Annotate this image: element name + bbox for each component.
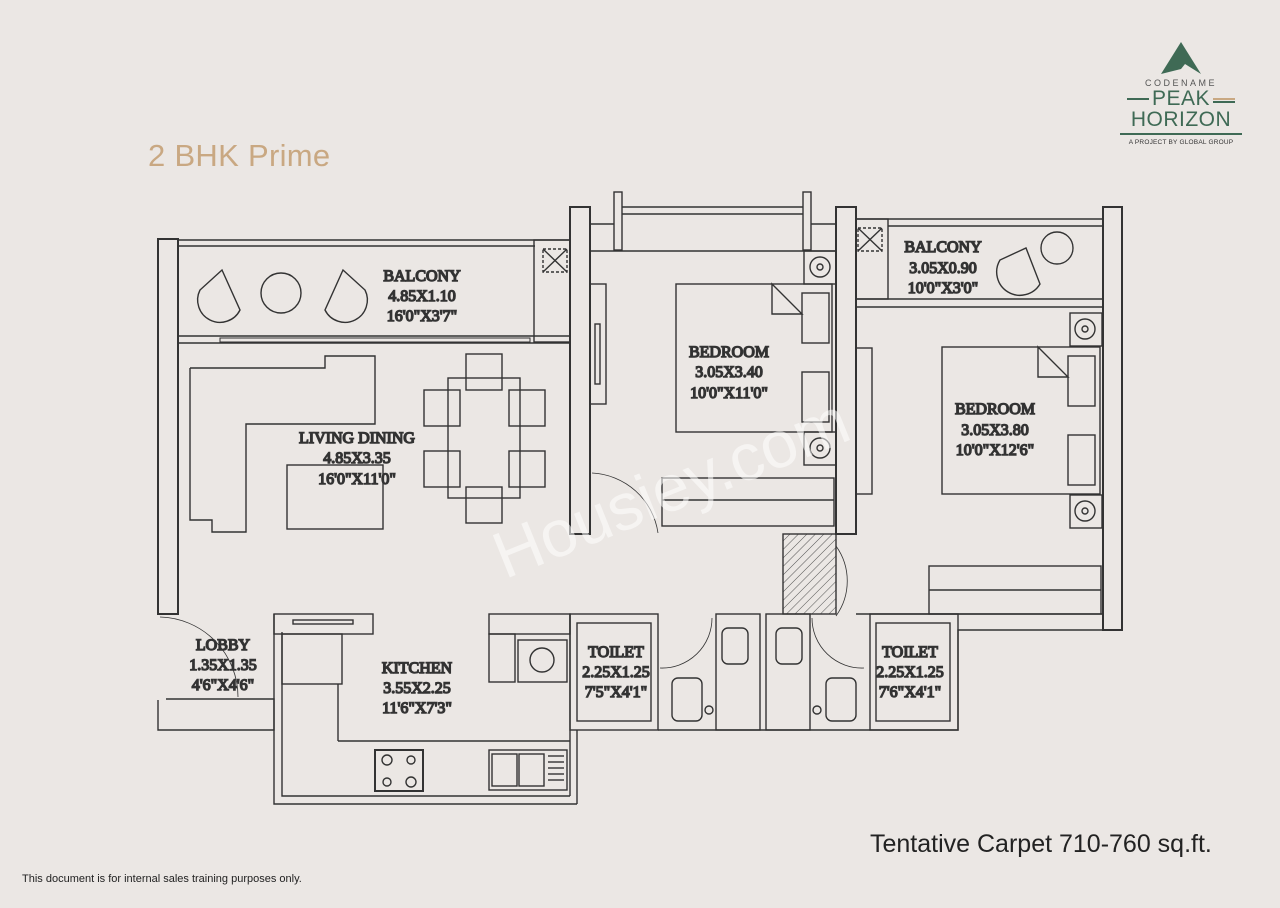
room-label-bedroom-1: BEDROOM 3.05X3.40 10'0"X11'0" <box>688 343 769 402</box>
svg-text:3.05X3.80: 3.05X3.80 <box>961 422 1029 439</box>
svg-text:16'0"X11'0": 16'0"X11'0" <box>318 471 396 488</box>
disclaimer: This document is for internal sales trai… <box>22 873 302 885</box>
svg-text:BALCONY: BALCONY <box>904 239 982 256</box>
logo-line-peak: PEAK <box>1120 88 1242 109</box>
room-label-living-dining: LIVING DINING 4.85X3.35 16'0"X11'0" <box>298 429 416 488</box>
svg-text:2.25X1.25: 2.25X1.25 <box>582 664 650 681</box>
room-label-toilet-1: TOILET 2.25X1.25 7'5"X4'1" <box>582 643 651 701</box>
svg-text:3.55X2.25: 3.55X2.25 <box>383 680 451 697</box>
svg-text:BEDROOM: BEDROOM <box>955 401 1035 418</box>
svg-text:2.25X1.25: 2.25X1.25 <box>876 664 944 681</box>
svg-text:LIVING DINING: LIVING DINING <box>299 430 415 447</box>
logo-dash <box>1126 97 1149 100</box>
plan-title: 2 BHK Prime <box>148 138 331 173</box>
svg-text:BALCONY: BALCONY <box>383 268 461 285</box>
room-label-lobby: LOBBY 1.35X1.35 4'6"X4'6" <box>189 636 258 694</box>
carpet-area: Tentative Carpet 710-760 sq.ft. <box>870 830 1212 858</box>
room-label-kitchen: KITCHEN 3.55X2.25 11'6"X7'3" <box>381 659 453 717</box>
balcony-1 <box>178 239 571 344</box>
logo-dash <box>1213 97 1236 100</box>
svg-text:7'6"X4'1": 7'6"X4'1" <box>879 684 941 701</box>
logo-peak-text: PEAK <box>1151 87 1211 110</box>
svg-text:4.85X1.10: 4.85X1.10 <box>388 288 456 305</box>
svg-text:10'0"X12'6": 10'0"X12'6" <box>956 442 1034 459</box>
toilets <box>569 613 959 731</box>
passage-shaft <box>782 533 848 617</box>
room-label-balcony-2: BALCONY 3.05X0.90 10'0"X3'0" <box>904 238 983 297</box>
logo-tagline: A PROJECT BY GLOBAL GROUP <box>1128 139 1234 146</box>
svg-text:7'5"X4'1": 7'5"X4'1" <box>585 684 647 701</box>
svg-text:TOILET: TOILET <box>882 644 938 661</box>
balcony-2 <box>855 218 1103 308</box>
svg-text:10'0"X11'0": 10'0"X11'0" <box>690 385 768 402</box>
svg-text:4.85X3.35: 4.85X3.35 <box>323 450 391 467</box>
svg-text:11'6"X7'3": 11'6"X7'3" <box>382 700 452 717</box>
living-dining-area <box>189 353 546 533</box>
svg-text:3.05X3.40: 3.05X3.40 <box>695 364 763 381</box>
svg-text:TOILET: TOILET <box>588 644 644 661</box>
svg-text:BEDROOM: BEDROOM <box>689 344 769 361</box>
svg-text:1.35X1.35: 1.35X1.35 <box>189 657 257 674</box>
room-label-bedroom-2: BEDROOM 3.05X3.80 10'0"X12'6" <box>954 400 1035 459</box>
project-logo: CODENAME PEAK HORIZON A PROJECT BY GLOBA… <box>1120 42 1242 146</box>
logo-line-horizon: HORIZON <box>1120 109 1242 135</box>
svg-text:16'0"X3'7": 16'0"X3'7" <box>387 308 457 325</box>
bedroom-1 <box>591 250 837 534</box>
room-label-toilet-2: TOILET 2.25X1.25 7'6"X4'1" <box>876 643 945 701</box>
svg-text:3.05X0.90: 3.05X0.90 <box>909 260 977 277</box>
svg-text:10'0"X3'0": 10'0"X3'0" <box>908 280 978 297</box>
logo-codename: CODENAME <box>1144 78 1217 88</box>
svg-text:4'6"X4'6": 4'6"X4'6" <box>192 677 254 694</box>
mountain-peak-icon <box>1161 42 1201 74</box>
room-label-balcony-1: BALCONY 4.85X1.10 16'0"X3'7" <box>383 267 462 325</box>
bedroom-2 <box>928 312 1103 615</box>
svg-text:LOBBY: LOBBY <box>196 637 251 654</box>
svg-text:KITCHEN: KITCHEN <box>382 660 453 677</box>
